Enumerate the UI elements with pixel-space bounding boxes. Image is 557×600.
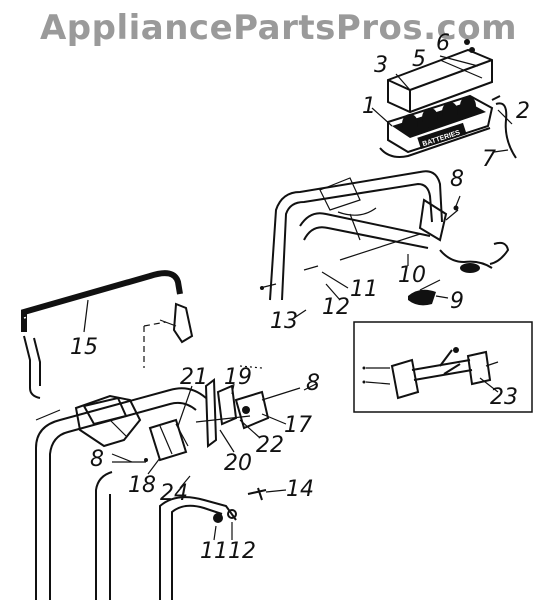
- callout-17: 17: [284, 413, 312, 438]
- frame-bolts: [259, 265, 319, 290]
- leader-lines: [83, 73, 513, 541]
- callout-22: 22: [256, 433, 284, 458]
- battery-tray: BATTERIES: [379, 94, 494, 158]
- switch-parts-center: [195, 365, 301, 448]
- inset-detail-box: [353, 321, 533, 413]
- callout-11-bottom: 11: [200, 539, 228, 564]
- watermark-logo: AppliancePartsPros.com: [39, 8, 517, 48]
- lower-handle-frame: [35, 387, 237, 600]
- callout-23: 23: [490, 385, 518, 410]
- callout-1: 1: [362, 94, 376, 119]
- callout-5: 5: [412, 47, 426, 72]
- battery-wire: [491, 95, 517, 159]
- callout-3: 3: [374, 53, 388, 78]
- callout-9: 9: [450, 289, 464, 314]
- callout-18: 18: [128, 473, 156, 498]
- screws-top: [439, 39, 483, 79]
- upper-handle-frame: [269, 170, 459, 301]
- callout-11-top: 11: [350, 277, 378, 302]
- callout-7: 7: [482, 147, 496, 172]
- callout-8-left: 8: [90, 447, 104, 472]
- callout-8-right: 8: [306, 371, 320, 396]
- callout-13: 13: [270, 309, 298, 334]
- callout-10: 10: [398, 263, 426, 288]
- callout-2: 2: [516, 99, 530, 124]
- callout-labels: 1 2 3 5 6 7 8 9 10 11 12 13 15 21 19 8 1…: [70, 31, 530, 564]
- battery-cover: [387, 48, 493, 114]
- callout-14: 14: [286, 477, 314, 502]
- callout-12-top: 12: [322, 295, 350, 320]
- callout-19: 19: [224, 365, 252, 390]
- handle-grip-15: [21, 270, 194, 399]
- callout-12-bottom: 12: [228, 539, 256, 564]
- callout-8-top: 8: [450, 167, 464, 192]
- hardware-bottom: [144, 458, 267, 523]
- switch-cable-9: [408, 241, 510, 306]
- callout-21: 21: [180, 365, 208, 390]
- callout-24: 24: [160, 481, 188, 506]
- callout-6: 6: [436, 31, 450, 56]
- control-bracket: [74, 394, 189, 462]
- callout-20: 20: [224, 451, 252, 476]
- callout-15: 15: [70, 335, 98, 360]
